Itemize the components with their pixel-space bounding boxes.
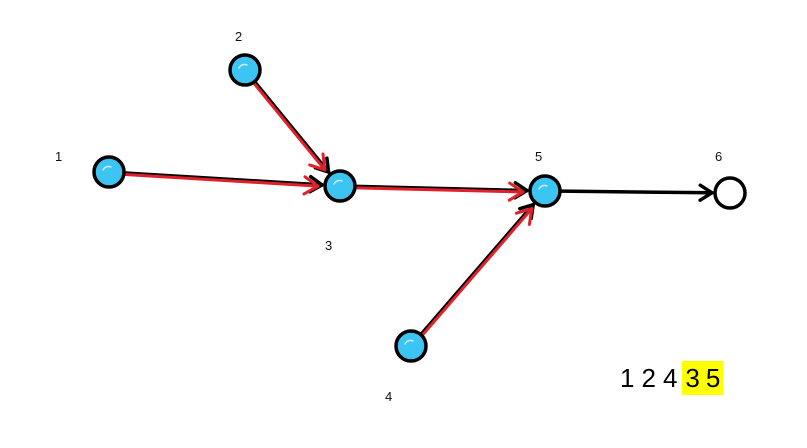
- edge-3-5: [355, 181, 529, 202]
- sequence-item: 2: [641, 363, 656, 393]
- node-circle: [228, 53, 262, 87]
- edge-arrowhead: [698, 183, 714, 202]
- highlight-arrowhead: [514, 207, 534, 226]
- node-label: 2: [235, 29, 242, 44]
- highlight-arrowhead: [308, 152, 327, 172]
- node-3: 3: [323, 169, 357, 253]
- node-5: 5: [528, 149, 562, 208]
- node-label: 6: [715, 149, 722, 164]
- node-circle: [713, 176, 747, 210]
- highlight-arrowhead: [507, 181, 525, 202]
- edge-5-6: [560, 183, 714, 202]
- sequence-item-highlighted: 5: [702, 361, 724, 395]
- sequence-item: 4: [662, 363, 678, 393]
- node-shine: [404, 339, 414, 345]
- node-circle: [528, 174, 562, 208]
- highlight-line: [253, 82, 327, 172]
- node-circle: [394, 329, 428, 363]
- node-circle: [323, 169, 357, 203]
- node-label: 1: [55, 149, 62, 164]
- node-shine: [333, 179, 343, 185]
- node-label: 3: [325, 238, 332, 253]
- node-2: 2: [228, 29, 262, 87]
- edge-1-3: [124, 171, 324, 196]
- node-4: 4: [385, 329, 428, 404]
- edge-2-3: [253, 81, 331, 174]
- edge-line: [560, 189, 714, 195]
- node-1: 1: [55, 149, 126, 189]
- node-label: 5: [535, 149, 542, 164]
- node-shine: [238, 63, 248, 69]
- highlight-line: [124, 173, 320, 188]
- node-6: 6: [713, 149, 747, 210]
- highlight-arrowhead: [302, 175, 320, 196]
- node-shine: [102, 165, 112, 171]
- highlight-line: [355, 186, 525, 194]
- node-label: 4: [385, 389, 392, 404]
- edge-4-5: [420, 202, 535, 336]
- node-shine: [538, 184, 548, 190]
- sequence-item: 1: [620, 363, 635, 393]
- sequence-item-highlighted: 3: [682, 361, 703, 395]
- node-circle: [92, 155, 126, 189]
- highlight-line: [421, 207, 534, 336]
